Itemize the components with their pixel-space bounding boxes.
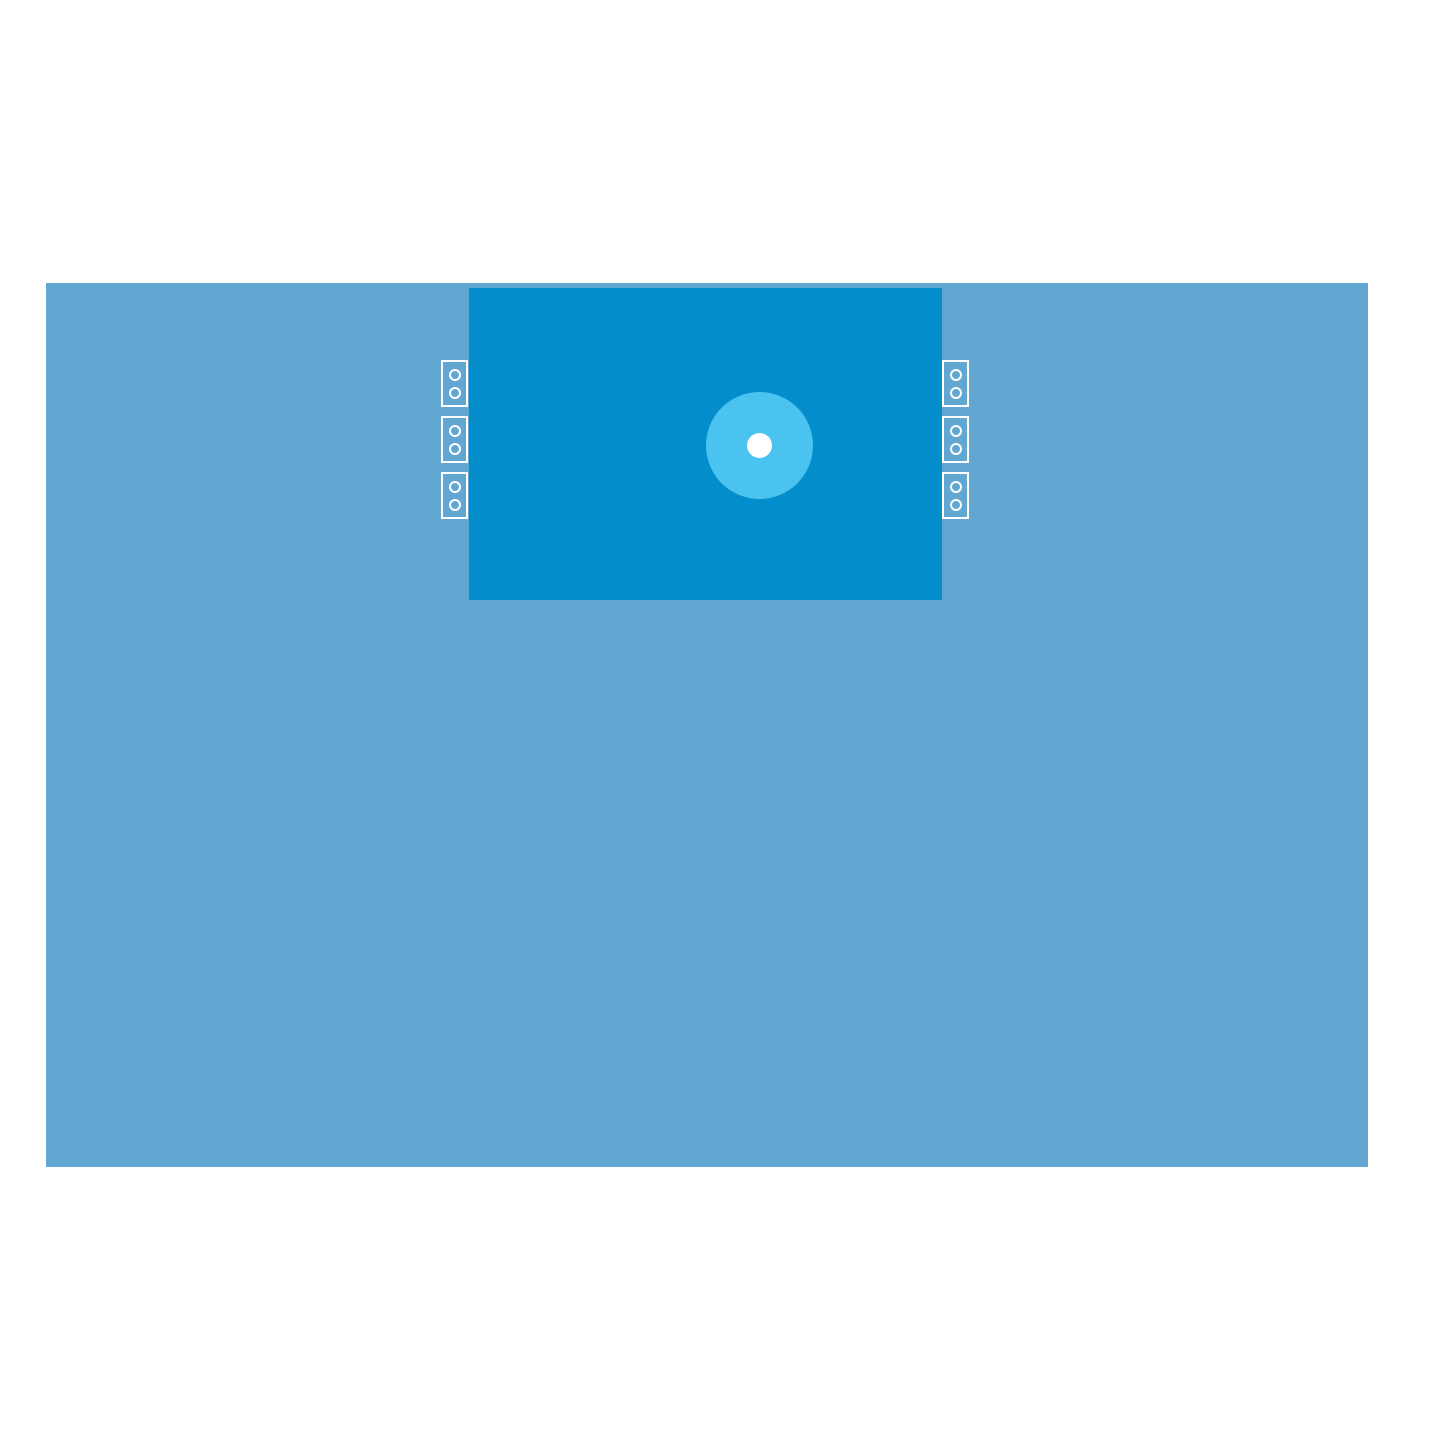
holder-loop-icon (949, 386, 962, 399)
holder-loop-icon (949, 480, 962, 493)
port-circle (706, 392, 813, 499)
tube-holder-icon (942, 472, 969, 519)
left-tube-holders (441, 360, 468, 519)
right-tube-holders (942, 360, 969, 519)
tube-holder-icon (942, 360, 969, 407)
holder-loop-icon (448, 368, 461, 381)
tube-holder-icon (441, 472, 468, 519)
holder-loop-icon (949, 424, 962, 437)
holder-loop-icon (448, 386, 461, 399)
tube-holder-icon (441, 416, 468, 463)
holder-loop-icon (448, 480, 461, 493)
port-hole-icon (747, 433, 772, 458)
holder-loop-icon (448, 442, 461, 455)
holder-loop-icon (949, 368, 962, 381)
holder-loop-icon (448, 498, 461, 511)
holder-loop-icon (949, 498, 962, 511)
holder-loop-icon (448, 424, 461, 437)
fenestration-panel (469, 288, 942, 600)
tube-holder-icon (441, 360, 468, 407)
tube-holder-icon (942, 416, 969, 463)
holder-loop-icon (949, 442, 962, 455)
